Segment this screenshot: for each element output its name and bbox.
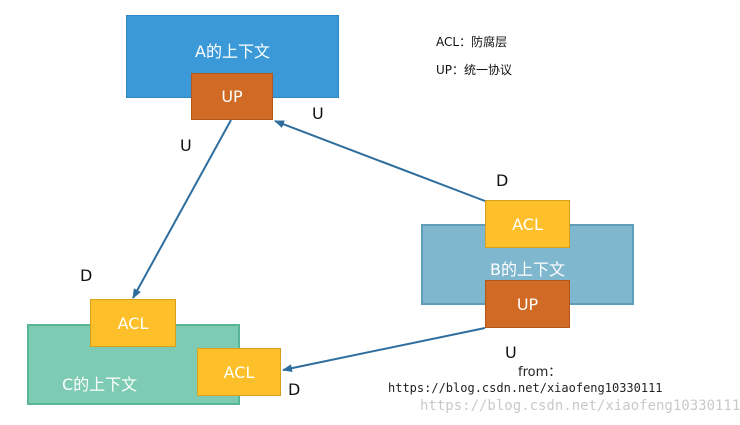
context-b-up-box: UP (485, 280, 570, 328)
source-from-label: from： (518, 365, 562, 380)
context-a-up-label: UP (221, 87, 243, 106)
context-c-label: C的上下文 (62, 375, 138, 394)
letter-d-c-right: D (288, 380, 301, 399)
context-c-acl-right-box: ACL (197, 348, 281, 396)
legend-up: UP：统一协议 (436, 63, 513, 77)
arrow-b-to-a (274, 120, 486, 202)
watermark-url: https://blog.csdn.net/xiaofeng10330111 (420, 398, 740, 414)
context-a-label: A的上下文 (195, 42, 270, 61)
source-url: https://blog.csdn.net/xiaofeng10330111 (388, 381, 663, 395)
context-a-up-box: UP (191, 73, 273, 120)
context-b-label: B的上下文 (490, 260, 565, 279)
context-b-up-label: UP (516, 294, 539, 314)
context-c-acl-right-label: ACL (223, 362, 255, 382)
context-b-acl-label: ACL (512, 214, 543, 234)
letter-u-a-right: U (312, 104, 324, 123)
context-c-acl-top-box: ACL (90, 299, 176, 347)
letter-d-b-top: D (496, 171, 509, 190)
letter-u-b-bottom: U (505, 343, 517, 362)
letter-u-a-left: U (180, 136, 192, 155)
context-c-acl-top-label: ACL (117, 313, 149, 333)
letter-d-c-top: D (80, 266, 93, 285)
arrow-a-to-c (132, 119, 232, 299)
arrow-b-to-c (282, 327, 486, 373)
legend-acl: ACL：防腐层 (436, 35, 508, 49)
arrows-layer (132, 119, 486, 373)
context-b-acl-box: ACL (485, 200, 570, 248)
